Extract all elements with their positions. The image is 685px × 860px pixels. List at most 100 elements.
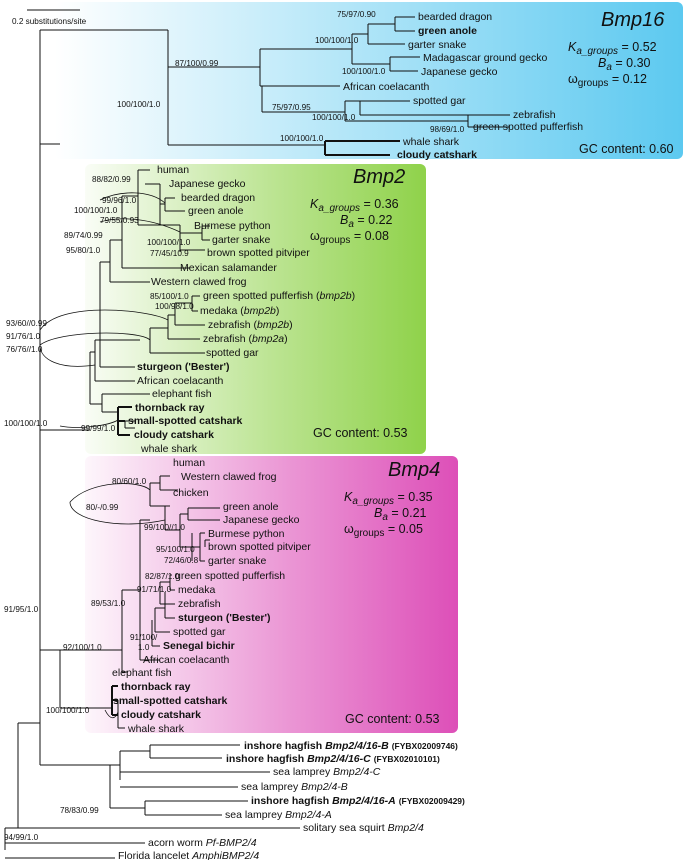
support-label: 95/100/1.0 [156,545,195,554]
support-label: 93/60//0.99 [6,319,47,328]
support-label: 100/100/1.0 [342,67,386,76]
leaf-label: cloudy catshark [134,429,214,441]
leaf-label: green spotted pufferfish [175,570,285,582]
leaf-label: Japanese gecko [421,66,498,78]
bmp2-omega: ωgroups = 0.08 [310,229,389,246]
leaf-label: Florida lancelet AmphiBMP2/4 [118,850,259,860]
bmp4-box [85,456,458,733]
leaf-label: sea lamprey Bmp2/4-A [225,809,332,821]
support-label: 87/100/0.99 [175,59,219,68]
support-label: 100/100/1.0 [74,206,118,215]
leaf-label: garter snake [212,234,271,246]
support-label: 72/46/0.8 [164,556,199,565]
bmp16-branches [167,16,510,156]
leaf-label: spotted gar [413,95,466,107]
outgroup-branches [4,29,300,859]
scale-label: 0.2 substitutions/site [12,17,87,26]
support-label: 100/100/1.0 [46,706,90,715]
leaf-label: spotted gar [173,626,226,638]
support-label: 100/100/1.0 [312,113,356,122]
bmp16-box [55,2,683,159]
leaf-label: Mexican salamander [180,262,277,274]
support-label: 88/82/0.99 [92,175,131,184]
support-label: 99/99/1.0 [81,424,116,433]
leaf-label: Madagascar ground gecko [423,52,547,64]
support-label: 91/100/ [130,633,158,642]
leaf-label: zebrafish (bmp2a) [203,333,288,345]
support-label: 89/53/1.0 [91,599,126,608]
support-label: 100/100/1.0 [4,419,48,428]
leaf-label: zebrafish [178,598,221,610]
leaf-label: elephant fish [152,388,212,400]
bmp4-gc: GC content: 0.53 [345,712,440,726]
leaf-label: medaka [178,584,216,596]
support-label: 95/80/1.0 [66,246,101,255]
leaf-label: thornback ray [135,402,205,414]
leaf-label: elephant fish [112,667,172,679]
leaf-label: sturgeon ('Bester') [137,361,230,373]
leaf-label: human [157,164,189,176]
support-label: 100/100/1.0 [147,238,191,247]
bmp2-gc: GC content: 0.53 [313,426,408,440]
bmp2-branches [89,169,210,436]
leaf-label: solitary sea squirt Bmp2/4 [303,822,424,834]
leaf-label: whale shark [140,443,198,455]
leaf-label: human [173,457,205,469]
bmp16-title: Bmp16 [601,9,665,31]
leaf-label: inshore hagfish Bmp2/4/16-C(FYBX02010101… [226,753,440,765]
bmp4-title: Bmp4 [388,459,440,481]
support-label: 75/97/0.95 [272,103,311,112]
support-label: 98/69/1.0 [430,125,465,134]
support-label: 99/100//1.0 [144,523,185,532]
bmp4-ka: Ka_groups = 0.35 [344,490,433,507]
leaf-label: inshore hagfish Bmp2/4/16-A(FYBX02009429… [251,795,465,807]
leaf-label: cloudy catshark [121,709,201,721]
support-label: 77/45/10.9 [150,249,189,258]
leaf-label: brown spotted pitviper [208,541,311,553]
leaf-label: green anole [223,501,279,513]
leaf-label: zebrafish (bmp2b) [208,319,293,331]
leaf-label: green anole [188,205,244,217]
support-label: 100/98/1.0 [155,302,194,311]
leaf-label: green spotted pufferfish (bmp2b) [203,290,355,302]
support-label: 92/100/1.0 [63,643,102,652]
bmp2-box [85,164,426,454]
leaf-label: small-spotted catshark [128,415,243,427]
leaf-label: whale shark [127,723,185,735]
leaf-label: African coelacanth [137,375,224,387]
support-label: 1.0 [138,643,150,652]
support-label: 100/100/1.0 [117,100,161,109]
support-label: 100/100/1.0 [280,134,324,143]
leaf-label: inshore hagfish Bmp2/4/16-B(FYBX02009746… [244,740,458,752]
leaf-label: Japanese gecko [169,178,246,190]
leaf-label: Western clawed frog [181,471,277,483]
leaf-label: African coelacanth [343,81,430,93]
support-label: 94/99/1.0 [4,833,39,842]
support-label: 75/97/0.90 [337,10,376,19]
bmp16-ba: Ba = 0.30 [598,56,651,73]
leaf-label: Western clawed frog [151,276,247,288]
bmp16-gc: GC content: 0.60 [579,142,674,156]
support-label: 82/87/1.0 [145,572,180,581]
leaf-label: green spotted pufferfish [473,121,583,133]
bmp2-ba: Ba = 0.22 [340,213,393,230]
support-label: 80/60/1.0 [112,477,147,486]
support-arcs [39,192,181,719]
leaf-label: acorn worm Pf-BMP2/4 [148,837,257,849]
bmp16-omega: ωgroups = 0.12 [568,72,647,89]
leaf-label: cloudy catshark [397,149,477,161]
leaf-label: green anole [418,25,477,37]
leaf-label: small-spotted catshark [113,695,228,707]
bmp16-ka: Ka_groups = 0.52 [568,40,657,57]
leaf-label: chicken [173,487,209,499]
support-label: 91/95/1.0 [4,605,39,614]
leaf-label: garter snake [208,555,267,567]
leaf-label: sturgeon ('Bester') [178,612,271,624]
leaf-label: sea lamprey Bmp2/4-B [241,781,348,793]
leaf-label: whale shark [402,136,460,148]
support-label: 91/76/1.0 [6,332,41,341]
support-label: 85/100/1.0 [150,292,189,301]
leaf-label: African coelacanth [143,654,230,666]
leaf-label: Burmese python [194,220,271,232]
support-label: 99/96/1.0 [102,196,137,205]
